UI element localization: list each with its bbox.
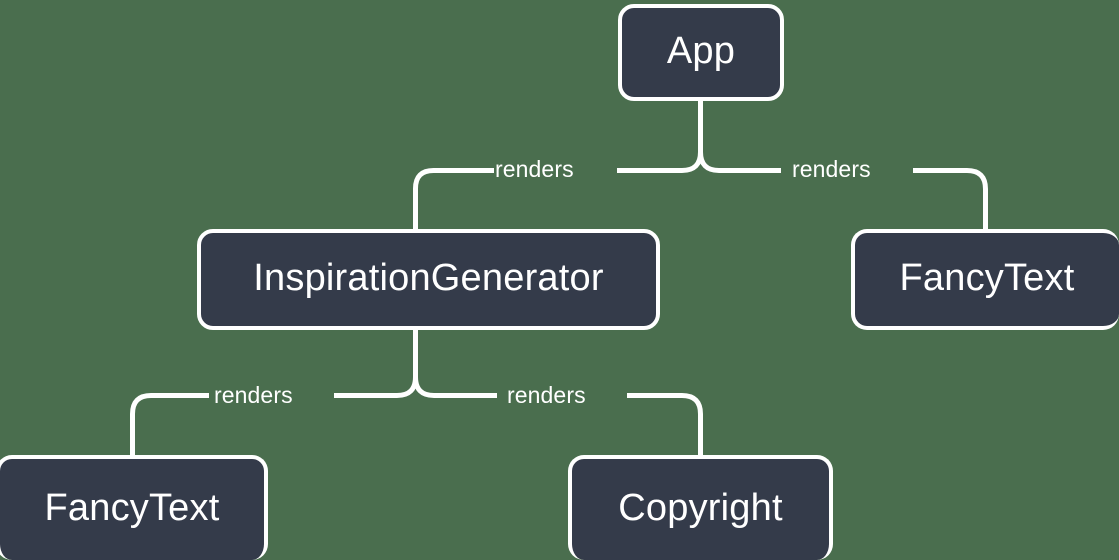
node-copyright[interactable]: Copyright (568, 455, 833, 560)
node-inspiration-generator-label: InspirationGenerator (253, 257, 604, 299)
node-copyright-label: Copyright (618, 487, 783, 529)
node-fancytext-right-label: FancyText (899, 257, 1075, 299)
edge-label-inspiration-generator-to-fancytext: renders (214, 382, 293, 408)
node-fancytext-bottom-label: FancyText (44, 487, 220, 529)
node-fancytext-right[interactable]: FancyText (851, 229, 1119, 330)
node-inspiration-generator[interactable]: InspirationGenerator (197, 229, 660, 330)
edge-label-app-to-fancytext: renders (792, 156, 871, 182)
edge-label-inspiration-generator-to-copyright: renders (507, 382, 586, 408)
node-fancytext-bottom[interactable]: FancyText (0, 455, 268, 560)
edge-label-app-to-inspiration-generator: renders (495, 156, 574, 182)
node-app[interactable]: App (618, 4, 784, 101)
node-app-label: App (666, 30, 736, 72)
